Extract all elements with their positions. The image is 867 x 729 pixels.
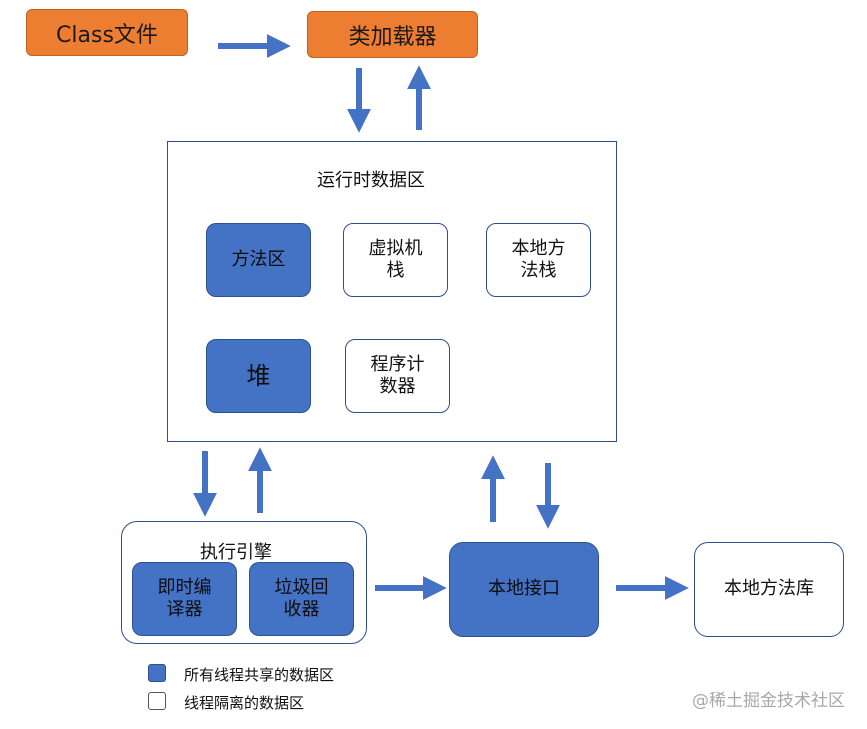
native-method-library-node: 本地方法库 [694, 542, 844, 637]
runtime-data-area-title: 运行时数据区 [317, 170, 425, 191]
native-method-stack-label: 本地方 法栈 [511, 237, 566, 282]
vm-stack-node: 虚拟机 栈 [343, 223, 448, 297]
watermark-text: @稀土掘金技术社区 [692, 691, 845, 711]
jit-compiler-node: 即时编 译器 [132, 562, 237, 636]
class-loader-label: 类加载器 [348, 24, 437, 50]
method-area-node: 方法区 [206, 223, 311, 297]
garbage-collector-label: 垃圾回 收器 [274, 576, 329, 621]
garbage-collector-node: 垃圾回 收器 [249, 562, 354, 636]
native-interface-label: 本地接口 [488, 578, 560, 600]
program-counter-node: 程序计 数器 [345, 339, 450, 413]
native-method-library-label: 本地方法库 [724, 578, 814, 600]
execution-engine-title: 执行引擎 [200, 542, 272, 563]
vm-stack-label: 虚拟机 栈 [368, 237, 423, 282]
native-interface-node: 本地接口 [449, 542, 599, 637]
legend-isolated-swatch [148, 692, 166, 710]
jit-compiler-label: 即时编 译器 [157, 576, 212, 621]
heap-node: 堆 [206, 339, 311, 413]
legend-shared-swatch [148, 664, 166, 682]
native-method-stack-node: 本地方 法栈 [486, 223, 591, 297]
program-counter-label: 程序计 数器 [370, 353, 425, 398]
class-file-node: Class文件 [26, 9, 188, 56]
method-area-label: 方法区 [231, 248, 286, 270]
class-loader-node: 类加载器 [307, 11, 478, 58]
legend-isolated-label: 线程隔离的数据区 [184, 694, 305, 712]
legend-shared-label: 所有线程共享的数据区 [184, 666, 335, 684]
heap-label: 堆 [246, 362, 271, 390]
class-file-label: Class文件 [56, 22, 158, 48]
